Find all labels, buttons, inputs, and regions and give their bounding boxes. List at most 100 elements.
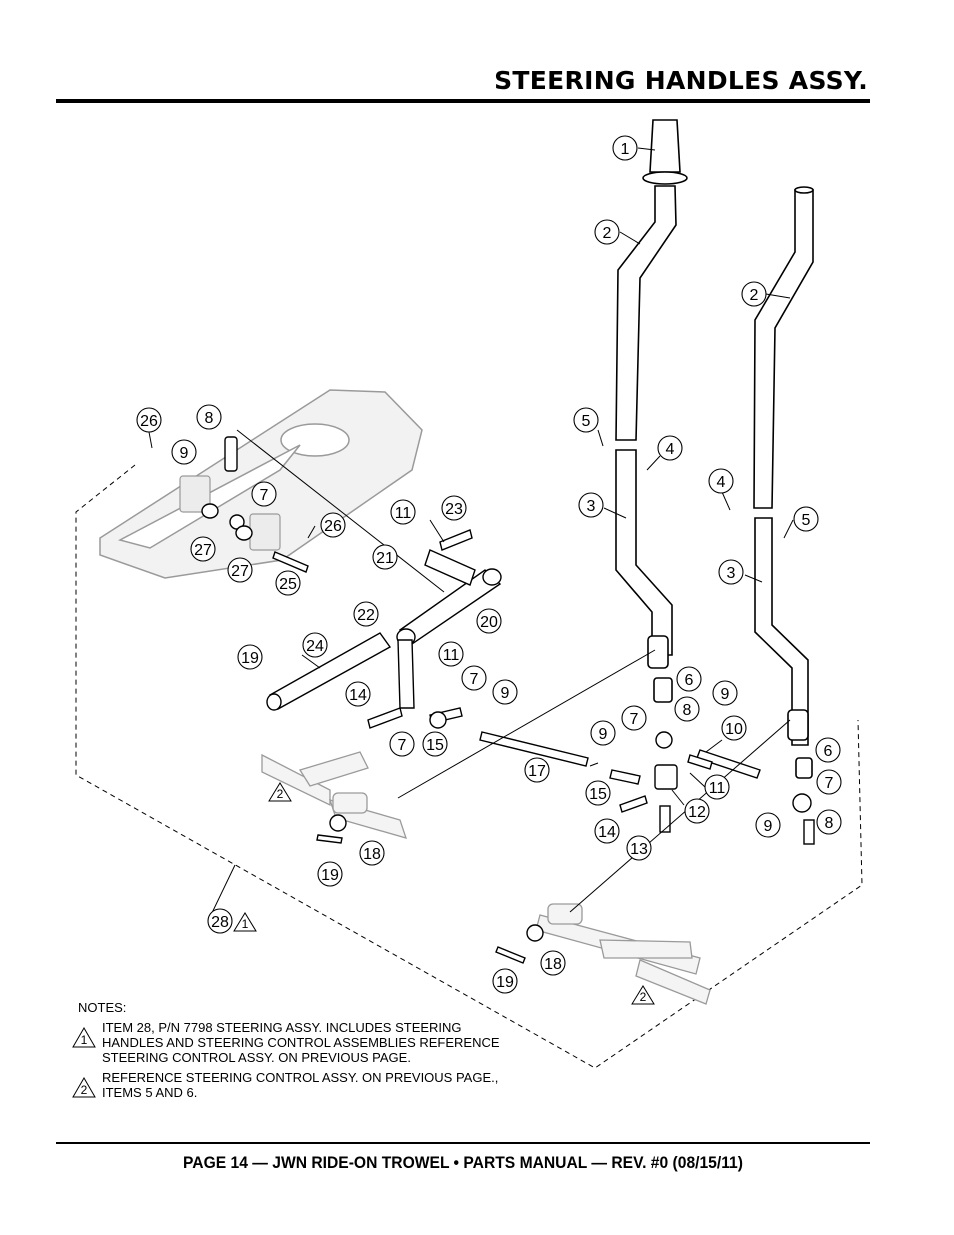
- svg-text:9: 9: [180, 445, 189, 462]
- callout-18: 18: [359, 840, 385, 866]
- callout-13: 13: [626, 835, 652, 861]
- svg-text:2: 2: [640, 990, 647, 1004]
- svg-text:5: 5: [802, 512, 811, 529]
- reference-flag-1: 1: [233, 912, 257, 932]
- callout-2: 2: [741, 281, 767, 307]
- svg-text:7: 7: [398, 737, 407, 754]
- svg-text:15: 15: [426, 737, 444, 754]
- callout-27: 27: [227, 557, 253, 583]
- callout-27: 27: [190, 536, 216, 562]
- svg-text:25: 25: [279, 576, 297, 593]
- callout-6: 6: [676, 666, 702, 692]
- callout-8: 8: [196, 404, 222, 430]
- callout-2: 2: [594, 219, 620, 245]
- callout-23: 23: [441, 495, 467, 521]
- svg-text:19: 19: [241, 650, 259, 667]
- note-1-text: ITEM 28, P/N 7798 STEERING ASSY. INCLUDE…: [102, 1020, 500, 1065]
- svg-text:18: 18: [363, 846, 381, 863]
- callout-14: 14: [594, 818, 620, 844]
- callout-14: 14: [345, 681, 371, 707]
- callout-26: 26: [136, 407, 162, 433]
- callout-11: 11: [704, 774, 730, 800]
- callout-8: 8: [674, 696, 700, 722]
- svg-text:6: 6: [685, 672, 694, 689]
- svg-text:9: 9: [764, 818, 773, 835]
- svg-text:19: 19: [321, 867, 339, 884]
- callout-26: 26: [320, 512, 346, 538]
- callout-9: 9: [712, 680, 738, 706]
- svg-text:21: 21: [376, 550, 394, 567]
- left-steering-control-reference: [261, 751, 408, 839]
- svg-text:9: 9: [721, 686, 730, 703]
- svg-text:8: 8: [683, 702, 692, 719]
- callout-19: 19: [237, 644, 263, 670]
- svg-text:7: 7: [470, 671, 479, 688]
- reference-flags: 2 2 1: [233, 782, 655, 1005]
- callout-5: 5: [573, 407, 599, 433]
- callout-7: 7: [816, 769, 842, 795]
- svg-text:11: 11: [395, 505, 412, 522]
- callout-10: 10: [721, 715, 747, 741]
- callout-21: 21: [372, 544, 398, 570]
- svg-text:8: 8: [825, 815, 834, 832]
- svg-text:6: 6: [824, 743, 833, 760]
- reference-flag-2: 2: [631, 985, 655, 1005]
- part-callouts: 1 2 2 3 3 4 4 5 5 6 6 7 7 7 7 7 8 8 8 9 …: [136, 135, 842, 994]
- linkage-hardware: [201, 436, 815, 964]
- svg-text:5: 5: [582, 413, 591, 430]
- note-2-text: REFERENCE STEERING CONTROL ASSY. ON PREV…: [102, 1070, 499, 1100]
- note-2: 2 REFERENCE STEERING CONTROL ASSY. ON PR…: [72, 1070, 502, 1100]
- callout-5: 5: [793, 506, 819, 532]
- svg-text:22: 22: [357, 607, 375, 624]
- callout-6: 6: [815, 737, 841, 763]
- svg-text:3: 3: [587, 498, 596, 515]
- svg-text:7: 7: [825, 775, 834, 792]
- callout-7: 7: [251, 481, 277, 507]
- svg-text:4: 4: [666, 441, 675, 458]
- callout-4: 4: [657, 435, 683, 461]
- svg-text:24: 24: [306, 638, 324, 655]
- svg-text:23: 23: [445, 501, 463, 518]
- page-title: STEERING HANDLES ASSY.: [494, 66, 868, 95]
- svg-text:20: 20: [480, 614, 498, 631]
- svg-text:4: 4: [717, 474, 726, 491]
- reference-flag-2: 2: [268, 782, 292, 802]
- callout-15: 15: [422, 731, 448, 757]
- callout-24: 24: [302, 632, 328, 658]
- svg-text:13: 13: [630, 841, 648, 858]
- callout-4: 4: [708, 468, 734, 494]
- callout-9: 9: [755, 812, 781, 838]
- svg-text:11: 11: [443, 647, 460, 664]
- footer-rule: [56, 1142, 870, 1144]
- notes-section: NOTES: 1 ITEM 28, P/N 7798 STEERING ASSY…: [72, 1000, 502, 1100]
- callout-22: 22: [353, 601, 379, 627]
- note-flag-2-icon: 2: [72, 1077, 96, 1098]
- svg-text:7: 7: [260, 487, 269, 504]
- callout-28: 28: [207, 908, 233, 934]
- svg-text:2: 2: [81, 1083, 88, 1097]
- svg-text:26: 26: [140, 413, 158, 430]
- notes-heading: NOTES:: [78, 1000, 127, 1015]
- svg-text:27: 27: [194, 542, 212, 559]
- callout-3: 3: [578, 492, 604, 518]
- svg-text:11: 11: [709, 780, 726, 797]
- callout-19: 19: [317, 861, 343, 887]
- svg-text:3: 3: [727, 565, 736, 582]
- callout-18: 18: [540, 950, 566, 976]
- svg-text:15: 15: [589, 786, 607, 803]
- frame-brackets: [179, 475, 281, 551]
- svg-text:10: 10: [725, 721, 743, 738]
- callout-11: 11: [438, 641, 464, 667]
- svg-text:2: 2: [277, 787, 284, 801]
- svg-text:28: 28: [211, 914, 229, 931]
- page-footer: PAGE 14 — JWN RIDE-ON TROWEL • PARTS MAN…: [183, 1153, 743, 1172]
- callout-1: 1: [612, 135, 638, 161]
- callout-11: 11: [390, 499, 416, 525]
- note-flag-1-icon: 1: [72, 1027, 96, 1048]
- svg-text:18: 18: [544, 956, 562, 973]
- callout-25: 25: [275, 570, 301, 596]
- svg-text:17: 17: [528, 763, 546, 780]
- callout-9: 9: [492, 679, 518, 705]
- leader-lines: [148, 147, 794, 918]
- svg-text:1: 1: [81, 1033, 88, 1047]
